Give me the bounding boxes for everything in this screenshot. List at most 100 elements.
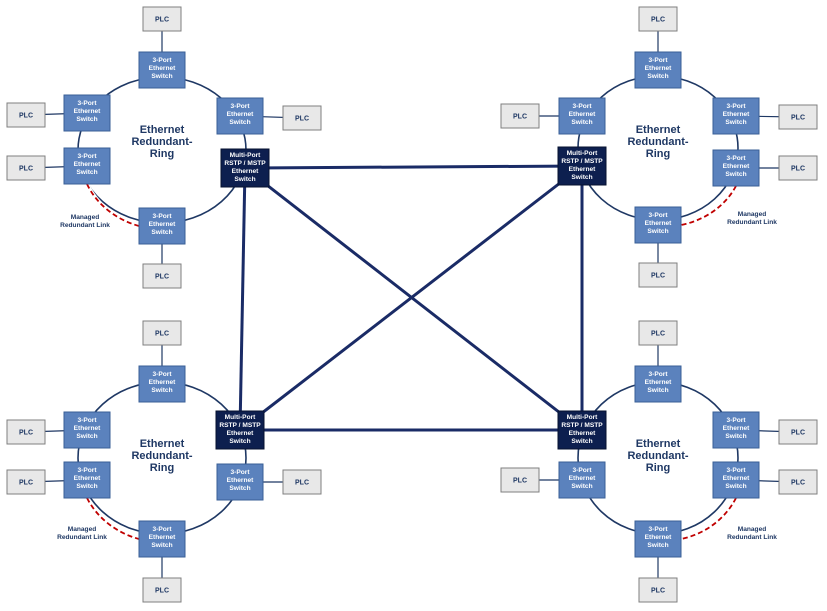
ring-label-line: Ethernet xyxy=(636,438,681,450)
switch-label-line: 3-Port xyxy=(77,100,97,107)
plc-node[interactable]: PLC xyxy=(778,419,818,445)
ring-label-line: Ring xyxy=(150,462,174,474)
multiport-label-line: Ethernet xyxy=(232,168,260,175)
plc-node[interactable]: PLC xyxy=(282,469,322,495)
plc-node[interactable]: PLC xyxy=(142,577,182,603)
plc-node[interactable]: PLC xyxy=(142,6,182,32)
plc-node[interactable]: PLC xyxy=(638,6,678,32)
plc-node[interactable]: PLC xyxy=(6,102,46,128)
switch-label-line: Ethernet xyxy=(645,220,673,227)
multiport-label-line: Ethernet xyxy=(569,430,597,437)
plc-node[interactable]: PLC xyxy=(282,105,322,131)
switch-box xyxy=(712,149,760,187)
plc-box xyxy=(638,577,678,603)
switch-label-line: Switch xyxy=(76,116,97,123)
switch-label-line: Switch xyxy=(151,542,172,549)
switch-box xyxy=(63,94,111,132)
switch-label-line: Ethernet xyxy=(723,425,751,432)
switch-label-line: Switch xyxy=(725,433,746,440)
managed-redundant-link[interactable] xyxy=(680,185,737,226)
ring-label-line: Ring xyxy=(150,148,174,160)
plc-label: PLC xyxy=(651,588,665,595)
multiport-box xyxy=(557,410,607,450)
switch-label-line: 3-Port xyxy=(726,155,746,162)
backbone-link xyxy=(244,166,583,432)
switch-label-line: 3-Port xyxy=(726,103,746,110)
plc-label: PLC xyxy=(791,480,805,487)
plc-label: PLC xyxy=(155,274,169,281)
plc-node[interactable]: PLC xyxy=(142,263,182,289)
switch-box xyxy=(138,520,186,558)
plc-node[interactable]: PLC xyxy=(778,104,818,130)
backbone-links xyxy=(238,164,584,432)
switch-label-line: Switch xyxy=(647,228,668,235)
plc-node[interactable]: PLC xyxy=(638,320,678,346)
plc-node[interactable]: PLC xyxy=(142,320,182,346)
multiport-label-line: Switch xyxy=(571,174,592,181)
plc-box xyxy=(142,577,182,603)
ring-label-line: Ethernet xyxy=(140,438,185,450)
plc-label: PLC xyxy=(513,114,527,121)
backbone-link xyxy=(238,167,247,431)
switch-label-line: Ethernet xyxy=(723,111,751,118)
multiport-label-line: Ethernet xyxy=(227,430,255,437)
plc-box xyxy=(500,467,540,493)
managed-redundant-link[interactable] xyxy=(86,497,140,540)
plc-node[interactable]: PLC xyxy=(6,419,46,445)
plc-node[interactable]: PLC xyxy=(778,155,818,181)
switch-label-line: 3-Port xyxy=(572,467,592,474)
plc-box xyxy=(778,469,818,495)
plc-node[interactable]: PLC xyxy=(638,262,678,288)
plc-node[interactable]: PLC xyxy=(500,467,540,493)
plc-label: PLC xyxy=(295,480,309,487)
plc-node[interactable]: PLC xyxy=(6,469,46,495)
switch-label-line: Switch xyxy=(76,483,97,490)
managed-redundant-link[interactable] xyxy=(86,183,140,227)
switch-box xyxy=(712,97,760,135)
switch-label-line: 3-Port xyxy=(230,469,250,476)
switch-box xyxy=(712,461,760,499)
plc-node[interactable]: PLC xyxy=(500,103,540,129)
switch-box xyxy=(216,97,264,135)
plc-node[interactable]: PLC xyxy=(778,469,818,495)
switch-label-line: Ethernet xyxy=(723,163,751,170)
plc-node[interactable]: PLC xyxy=(6,155,46,181)
managed-redundant-link[interactable] xyxy=(680,497,737,540)
plc-node[interactable]: PLC xyxy=(638,577,678,603)
switch-label-line: Ethernet xyxy=(569,475,597,482)
